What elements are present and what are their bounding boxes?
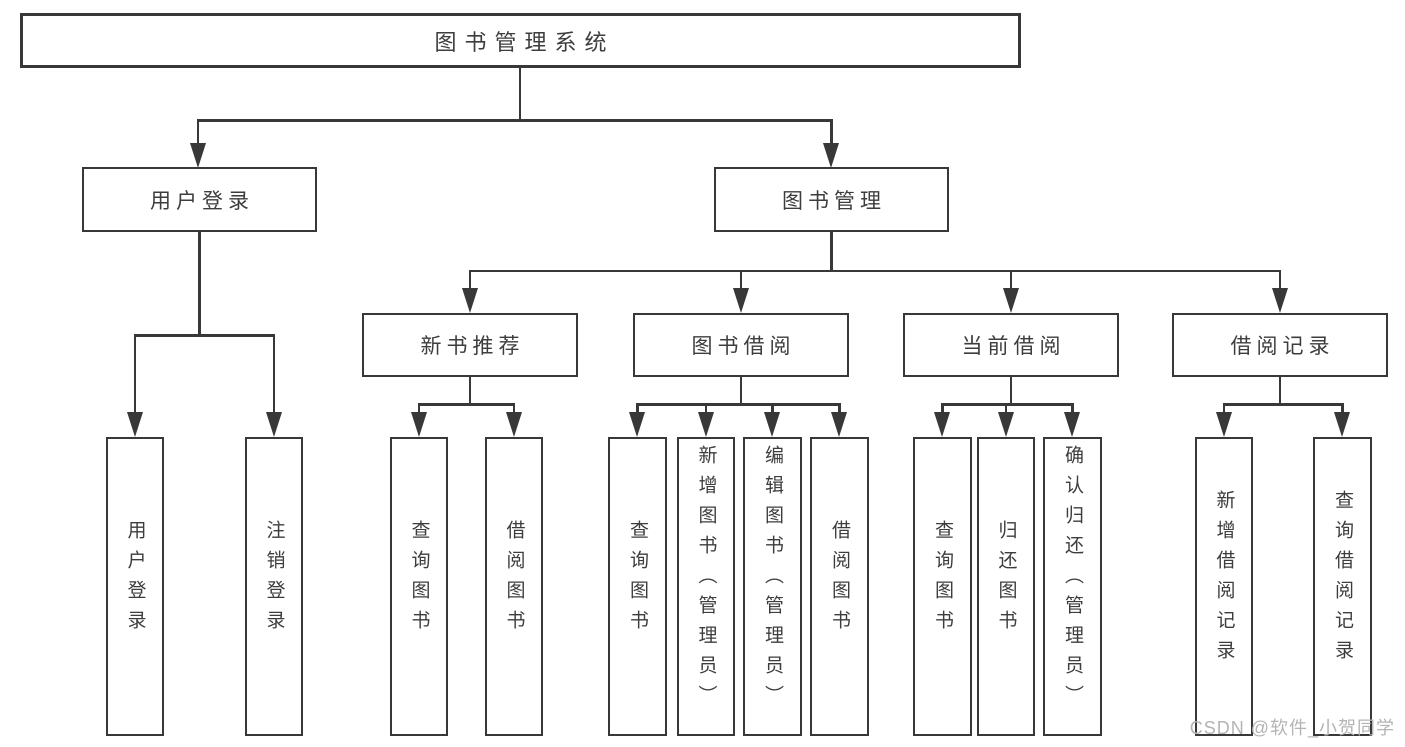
leaf-borrow-books: 借阅图书 (810, 437, 869, 736)
connector-line (468, 269, 1282, 272)
connector-line (196, 119, 833, 122)
arrowhead-down-icon (934, 412, 950, 437)
leaf-return-books: 归还图书 (977, 437, 1035, 736)
connector-line (636, 403, 639, 413)
arrowhead-down-icon (1334, 412, 1350, 437)
leaf-confirm-return-admin: 确认归还（管理员） (1043, 437, 1102, 736)
csdn-watermark: CSDN @软件_小贺同学 (1189, 718, 1395, 738)
arrowhead-down-icon (1215, 412, 1232, 437)
arrowhead-down-icon (1064, 412, 1080, 437)
connector-line (1009, 377, 1013, 404)
leaf-label: 借阅图书 (503, 519, 525, 640)
connector-line (1071, 403, 1074, 413)
node-label: 图书管理 (782, 189, 886, 213)
arrowhead-down-icon (1271, 288, 1288, 313)
arrowhead-down-icon (629, 412, 645, 437)
connector-line (771, 403, 774, 413)
connector-line (272, 334, 276, 413)
node-label: 用户登录 (150, 189, 254, 213)
leaf-label: 用户登录 (124, 519, 146, 640)
connector-line (468, 269, 472, 291)
connector-line (1341, 403, 1344, 413)
connector-line (1009, 269, 1013, 291)
leaf-label: 查询图书 (408, 519, 430, 640)
connector-line (636, 403, 840, 406)
arrowhead-down-icon (189, 143, 206, 168)
node-borrow-records: 借阅记录 (1172, 313, 1388, 377)
connector-line (830, 232, 833, 271)
node-new-book-recommend: 新书推荐 (362, 313, 578, 377)
connector-line (196, 119, 200, 144)
connector-line (468, 377, 472, 404)
leaf-query-books-borrow: 查询图书 (608, 437, 667, 736)
node-label: 当前借阅 (961, 335, 1066, 358)
connector-line (739, 269, 743, 291)
connector-line (941, 403, 1074, 406)
connector-line (1278, 269, 1282, 291)
leaf-label: 查询借阅记录 (1332, 489, 1353, 670)
leaf-label: 借阅图书 (829, 519, 850, 640)
node-book-borrow: 图书借阅 (633, 313, 849, 377)
node-current-borrow: 当前借阅 (903, 313, 1119, 377)
leaf-label: 确认归还（管理员） (1062, 444, 1083, 715)
arrowhead-down-icon (126, 412, 143, 437)
connector-line (1278, 377, 1282, 404)
leaf-logout: 注销登录 (245, 437, 303, 736)
arrowhead-down-icon (265, 412, 282, 437)
connector-line (198, 232, 201, 336)
leaf-query-borrow-record: 查询借阅记录 (1313, 437, 1372, 736)
node-label: 图书管理系统 (434, 29, 615, 55)
connector-line (512, 403, 516, 413)
connector-line (1222, 403, 1344, 406)
leaf-label: 新增借阅记录 (1213, 489, 1235, 670)
leaf-label: 新增图书（管理员） (695, 444, 717, 715)
leaf-label: 查询图书 (627, 519, 648, 640)
leaf-edit-book-admin: 编辑图书（管理员） (743, 437, 802, 736)
leaf-label: 查询图书 (932, 519, 953, 640)
connector-line (133, 334, 137, 413)
arrowhead-down-icon (732, 288, 749, 313)
node-label: 新书推荐 (420, 335, 525, 358)
connector-line (518, 68, 522, 120)
leaf-add-book-admin: 新增图书（管理员） (677, 437, 735, 736)
connector-line (941, 403, 944, 413)
leaf-query-books-current: 查询图书 (913, 437, 972, 736)
leaf-label: 编辑图书（管理员） (762, 444, 783, 715)
connector-line (838, 403, 841, 413)
node-label: 图书借阅 (691, 335, 796, 358)
arrowhead-down-icon (831, 412, 847, 437)
arrowhead-down-icon (764, 412, 780, 437)
leaf-label: 注销登录 (263, 519, 285, 640)
node-label: 借阅记录 (1230, 335, 1335, 358)
leaf-query-books-recommend: 查询图书 (390, 437, 448, 736)
connector-line (1004, 403, 1008, 413)
arrowhead-down-icon (461, 288, 478, 313)
connector-line (133, 334, 276, 337)
connector-line (704, 403, 708, 413)
connector-line (417, 403, 516, 406)
arrowhead-down-icon (823, 143, 839, 168)
connector-line (830, 119, 833, 144)
node-book-management: 图书管理 (714, 167, 949, 232)
arrowhead-down-icon (997, 412, 1014, 437)
leaf-borrow-books-recommend: 借阅图书 (485, 437, 543, 736)
connector-line (739, 377, 743, 404)
node-library-management-system: 图书管理系统 (20, 13, 1021, 68)
leaf-add-borrow-record: 新增借阅记录 (1195, 437, 1253, 736)
arrowhead-down-icon (410, 412, 427, 437)
arrowhead-down-icon (697, 412, 714, 437)
arrowhead-down-icon (1002, 288, 1019, 313)
arrowhead-down-icon (505, 412, 522, 437)
connector-line (417, 403, 421, 413)
leaf-user-login: 用户登录 (106, 437, 164, 736)
connector-line (1222, 403, 1226, 413)
node-user-login: 用户登录 (82, 167, 317, 232)
leaf-label: 归还图书 (995, 519, 1017, 640)
